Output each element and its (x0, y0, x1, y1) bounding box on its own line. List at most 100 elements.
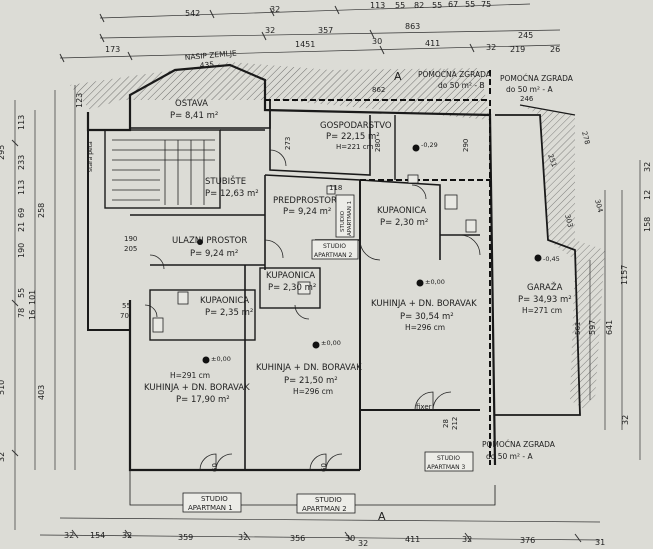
kuh3-level: ±0,00 (425, 278, 445, 286)
dim-357: 357 (318, 26, 333, 35)
top-dims-row2: 32 357 863 (265, 22, 420, 35)
dim-32-row2: 32 (265, 26, 275, 35)
kuh2-name: KUHINJA + DN. BORAVAK (256, 363, 362, 373)
stubiste-name: STUBIŠTE (205, 175, 246, 187)
dim-l-78: 78 (17, 308, 26, 318)
studio-1-line2: APARTMAN 1 (188, 504, 233, 512)
dim-82: 82 (414, 1, 424, 10)
dim-l-403: 403 (37, 385, 46, 400)
dim-60-1: 60 (211, 463, 219, 472)
dim-55: 55 (395, 1, 405, 10)
room-labels: OSTAVA P= 8,41 m² GOSPODARSTVO P= 22,15 … (144, 99, 572, 405)
studio-2-line1: STUDIO (315, 496, 342, 504)
dim-205: 205 (124, 245, 137, 253)
dim-30: 30 (372, 37, 382, 46)
gospodarstvo-height: H=221 cm (336, 143, 374, 151)
studio-vert-line1: STUDIO (340, 210, 346, 232)
gospodarstvo-area: P= 22,15 m² (326, 132, 380, 142)
pomocna-b-label: POMOĆNA ZGRADA (418, 70, 492, 79)
dim-b-32e: 32 (462, 535, 472, 544)
dim-60-2: 60 (320, 463, 328, 472)
left-dims: 295 510 32 113 233 113 69 21 190 55 78 1… (0, 93, 84, 462)
dim-55-small: 55 (122, 302, 131, 310)
dim-r-12: 12 (643, 190, 652, 200)
dim-l-113b: 113 (17, 180, 26, 195)
dim-l-295: 295 (0, 145, 6, 160)
kuh3-name: KUHINJA + DN. BORAVAK (371, 299, 477, 309)
kuh2-area: P= 21,50 m² (284, 376, 338, 386)
kuh3-height: H=296 cm (405, 323, 445, 332)
dim-75: 75 (481, 0, 491, 9)
dim-32-row3: 32 (486, 43, 496, 52)
dim-280: 280 (374, 139, 382, 152)
dim-190-small: 190 (124, 235, 137, 243)
top-dims-row3: 173 1451 30 411 32 219 26 245 (105, 31, 560, 54)
gospodarstvo-name: GOSPODARSTVO (320, 121, 392, 131)
garaza-height: H=271 cm (522, 306, 562, 315)
predprostor-name: PREDPROSTOR (273, 196, 337, 206)
gospodarstvo-level: -0,29 (421, 141, 438, 149)
dim-l-69: 69 (17, 208, 26, 218)
studio-tag-2b: STUDIO APARTMAN 2 (311, 239, 359, 260)
dim-26: 26 (550, 45, 560, 54)
dim-212: 212 (451, 417, 459, 430)
terrain-hatching (70, 62, 605, 410)
dimension-ticks (11, 5, 582, 543)
dim-l-123: 123 (75, 93, 84, 108)
dim-b-411: 411 (405, 535, 420, 544)
dim-r-158: 158 (643, 217, 652, 232)
pomocna-b-sub: do 50 m² - B (438, 81, 485, 90)
dim-246: 246 (520, 95, 534, 103)
room-ostava: OSTAVA P= 8,41 m² (170, 99, 218, 121)
pomocna-a-top-sub: do 50 m² - A (506, 85, 553, 94)
room-ulazni: ULAZNI PROSTOR P= 9,24 m² (172, 236, 247, 259)
room-gospodarstvo: GOSPODARSTVO P= 22,15 m² H=221 cm -0,29 (320, 121, 438, 151)
dim-l-510: 510 (0, 380, 6, 395)
section-a-top: A (394, 70, 402, 83)
studio-tags: STUDIO APARTMAN 1 STUDIO APARTMAN 2 STUD… (182, 194, 474, 514)
studio-tag-1: STUDIO APARTMAN 1 (182, 492, 242, 513)
pomocna-a-top-label: POMOĆNA ZGRADA (500, 74, 574, 83)
dim-r-1157: 1157 (620, 265, 629, 285)
dim-l-101: 101 (28, 290, 37, 305)
dim-1451: 1451 (295, 40, 315, 49)
dim-113: 113 (370, 1, 385, 10)
dim-67: 67 (448, 0, 458, 9)
dim-l-113: 113 (17, 115, 26, 130)
predprostor-area: P= 9,24 m² (283, 207, 331, 217)
kup1-name: KUPAONICA (200, 296, 249, 306)
dim-167: 118 (329, 184, 342, 192)
dim-219: 219 (510, 45, 525, 54)
stubiste-area: P= 12,63 m² (205, 189, 259, 199)
kup3-name: KUPAONICA (377, 206, 426, 216)
room-kupaonica-3: KUPAONICA P= 2,30 m² (377, 206, 428, 228)
section-a-bottom: A (378, 510, 386, 523)
dim-l-258: 258 (37, 203, 46, 218)
dim-b-356: 356 (290, 534, 305, 543)
dim-863: 863 (405, 22, 420, 31)
room-garaza: -0,45 GARAŽA P= 34,93 m² H=271 cm (518, 255, 572, 315)
kuh1-area: P= 17,90 m² (176, 395, 230, 405)
dim-55b: 55 (432, 1, 442, 10)
dim-b-32b: 32 (122, 531, 132, 540)
dim-561: 561 (574, 322, 582, 335)
dim-r-32: 32 (643, 162, 652, 172)
dim-70: 70 (120, 312, 129, 320)
dim-l-55: 55 (17, 288, 26, 298)
room-kuhinja-1: ±0,00 H=291 cm KUHINJA + DN. BORAVAK P= … (144, 355, 250, 405)
dim-b-32d: 32 (358, 539, 368, 548)
dim-542: 542 (185, 9, 200, 18)
staircase (112, 139, 215, 205)
kuh2-height: H=296 cm (293, 387, 333, 396)
kuh1-name: KUHINJA + DN. BORAVAK (144, 383, 250, 393)
garaza-name: GARAŽA (527, 281, 563, 293)
door-swings (144, 149, 481, 471)
dim-55c: 55 (465, 0, 475, 9)
room-kuhinja-2: ±0,00 KUHINJA + DN. BORAVAK P= 21,50 m² … (256, 339, 362, 396)
dim-l-16: 16 (28, 310, 37, 320)
dim-b-32c: 32 (238, 533, 248, 542)
studio-tag-vertical: STUDIO APARTMAN 1 (335, 194, 355, 238)
dim-r-597: 597 (588, 320, 597, 335)
studio-2b-line1: STUDIO (323, 243, 346, 250)
